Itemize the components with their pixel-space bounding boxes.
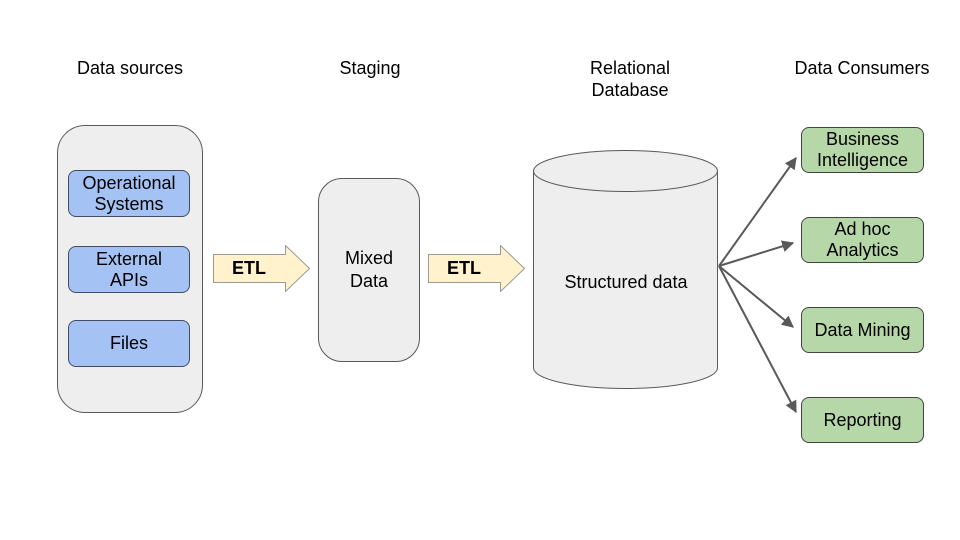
header-data-consumers: Data Consumers bbox=[794, 58, 930, 78]
header-data-sources: Data sources bbox=[76, 58, 184, 78]
header-staging: Staging bbox=[339, 58, 401, 78]
source-box-external-apis: External APIs bbox=[68, 246, 190, 293]
arrow-to-ad-hoc-analytics bbox=[718, 240, 795, 267]
database-cylinder bbox=[533, 150, 718, 389]
etl-label-2: ETL bbox=[447, 258, 481, 278]
header-relational-database: Relational Database bbox=[589, 58, 671, 100]
consumer-box-reporting: Reporting bbox=[801, 397, 924, 443]
database-label: Structured data bbox=[564, 272, 688, 292]
etl-label-1: ETL bbox=[232, 258, 266, 278]
source-box-files: Files bbox=[68, 320, 190, 367]
arrow-to-reporting bbox=[718, 265, 797, 414]
arrow-to-data-mining bbox=[718, 265, 794, 328]
arrow-to-business-intelligence bbox=[718, 157, 797, 267]
staging-box-mixed-data: Mixed Data bbox=[318, 178, 420, 362]
consumer-box-data-mining: Data Mining bbox=[801, 307, 924, 353]
consumer-box-ad-hoc-analytics: Ad hoc Analytics bbox=[801, 217, 924, 263]
source-box-operational-systems: Operational Systems bbox=[68, 170, 190, 217]
consumer-box-business-intelligence: Business Intelligence bbox=[801, 127, 924, 173]
